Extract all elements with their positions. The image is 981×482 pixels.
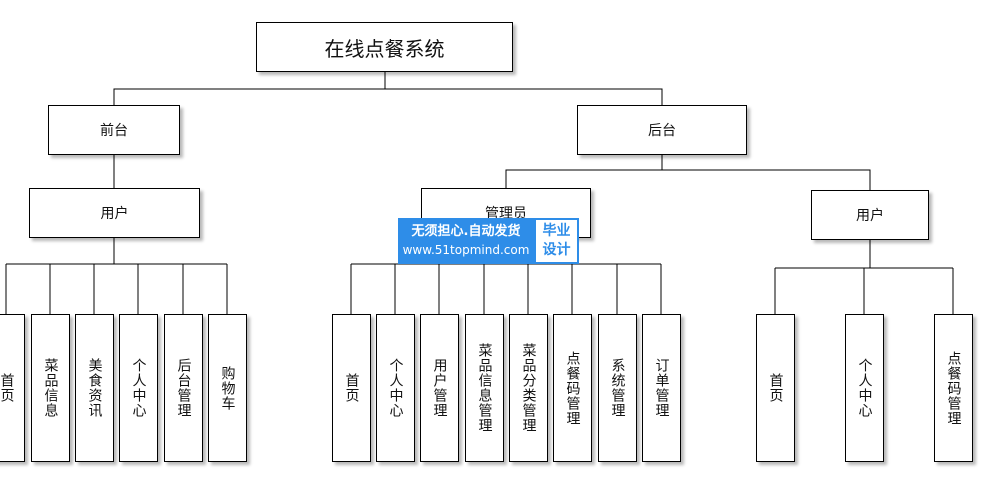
leaf-label: 菜品分类管理 (520, 343, 537, 433)
front-label: 前台 (100, 123, 128, 139)
root-node: 在线点餐系统 (256, 22, 513, 72)
leaf-label: 首页 (0, 373, 15, 403)
leaf-label: 首页 (343, 373, 360, 403)
front-node: 前台 (48, 105, 180, 155)
back-user-label: 用户 (856, 208, 884, 224)
leaf-node: 后台管理 (164, 314, 203, 462)
leaf-label: 美食资讯 (86, 358, 103, 418)
leaf-node: 个人中心 (119, 314, 158, 462)
leaf-node: 点餐码管理 (553, 314, 592, 462)
leaf-label: 用户管理 (431, 358, 448, 418)
back-user-node: 用户 (811, 190, 929, 240)
front-user-label: 用户 (100, 206, 129, 222)
back-node: 后台 (577, 105, 747, 155)
watermark-text-panel: 无须担心.自动发货 www.51topmind.com (398, 218, 534, 264)
front-user-node: 用户 (29, 188, 200, 238)
leaf-node: 个人中心 (845, 314, 884, 462)
leaf-label: 后台管理 (175, 358, 192, 418)
watermark-badge-bottom: 设计 (542, 242, 571, 258)
leaf-node: 购物车 (208, 314, 247, 462)
leaf-label: 系统管理 (609, 358, 626, 418)
leaf-label: 个人中心 (387, 358, 404, 418)
watermark-badge: 毕业 设计 (534, 218, 579, 264)
watermark-line2: www.51topmind.com (402, 243, 530, 257)
leaf-label: 菜品信息管理 (476, 343, 493, 433)
root-label: 在线点餐系统 (324, 36, 445, 61)
leaf-node: 订单管理 (642, 314, 681, 462)
leaf-label: 购物车 (219, 365, 236, 411)
leaf-node: 个人中心 (376, 314, 415, 462)
leaf-node: 系统管理 (598, 314, 637, 462)
leaf-node: 首页 (332, 314, 371, 462)
leaf-node: 点餐码管理 (934, 314, 973, 462)
leaf-node: 菜品分类管理 (509, 314, 548, 462)
leaf-label: 首页 (767, 373, 784, 403)
leaf-node: 首页 (756, 314, 795, 462)
leaf-node: 菜品信息 (31, 314, 70, 462)
watermark-banner: 无须担心.自动发货 www.51topmind.com 毕业 设计 (398, 218, 581, 264)
leaf-node: 首页 (0, 314, 25, 462)
leaf-node: 菜品信息管理 (465, 314, 504, 462)
leaf-label: 订单管理 (653, 358, 670, 418)
watermark-badge-top: 毕业 (542, 223, 571, 239)
leaf-label: 个人中心 (856, 358, 873, 418)
leaf-label: 菜品信息 (42, 358, 59, 418)
back-label: 后台 (648, 123, 676, 139)
leaf-label: 个人中心 (130, 358, 147, 418)
leaf-node: 美食资讯 (75, 314, 114, 462)
watermark-line1: 无须担心.自动发货 (411, 224, 521, 239)
leaf-label: 点餐码管理 (564, 350, 581, 426)
leaf-label: 点餐码管理 (945, 350, 962, 426)
leaf-node: 用户管理 (420, 314, 459, 462)
